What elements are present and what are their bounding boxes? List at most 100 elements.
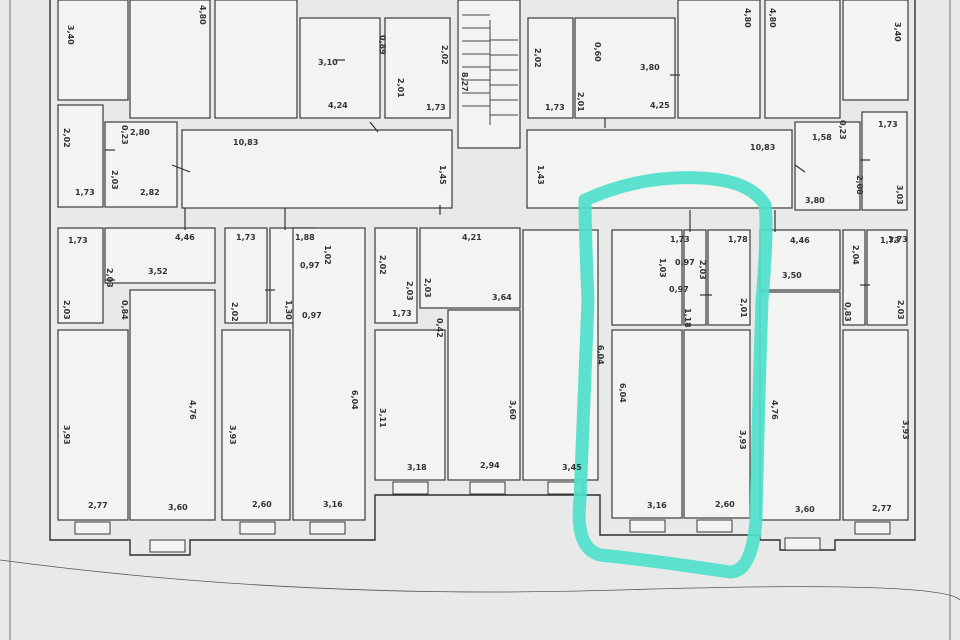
room (683, 229, 707, 326)
dimension-label: 3,40 (66, 25, 75, 45)
dimension-label: 3,60 (508, 400, 517, 420)
dimension-label: 3,93 (901, 420, 910, 440)
dimension-label: 4,76 (188, 400, 197, 420)
dimension-label: 3,93 (62, 425, 71, 445)
dimension-label: 3,80 (640, 63, 660, 72)
dimension-label: 2,03 (405, 281, 414, 301)
room (292, 227, 366, 521)
dimension-label: 1,45 (438, 165, 447, 185)
dimension-label: 3,50 (782, 271, 802, 280)
dimension-label: 2,60 (252, 500, 272, 509)
paper-fold (0, 559, 960, 601)
top-row (57, 0, 909, 149)
room (129, 0, 211, 119)
dimension-label: 3,10 (318, 58, 338, 67)
dimension-label: 6,04 (618, 383, 627, 403)
dimension-label: 2,02 (230, 302, 239, 322)
dimension-label: 1,73 (68, 236, 88, 245)
dimension-label: 3,60 (795, 505, 815, 514)
dimension-label: 0,42 (435, 318, 444, 338)
room (611, 329, 683, 519)
dimension-label: 3,18 (407, 463, 427, 472)
dimension-label: 1,88 (295, 233, 315, 242)
dimension-label: 3,93 (738, 430, 747, 450)
dimension-label: 2,02 (378, 255, 387, 275)
dimension-label: 0,97 (675, 258, 695, 267)
dimension-label: 2,80 (130, 128, 150, 137)
dimension-label: 3,52 (148, 267, 168, 276)
dimension-label: 10,83 (233, 138, 258, 147)
room (866, 229, 908, 326)
dimension-label: 1,73 (236, 233, 256, 242)
room (842, 329, 909, 521)
middle-row (57, 227, 908, 326)
room (57, 0, 129, 101)
room (57, 329, 129, 521)
door-marks (105, 59, 870, 296)
room (611, 229, 683, 326)
dimension-label: 4,24 (328, 101, 348, 110)
dimension-label: 0,60 (593, 42, 602, 62)
highlight-outline (572, 171, 773, 579)
dimension-label: 4,80 (743, 8, 752, 28)
dimension-label: 1,03 (658, 258, 667, 278)
dimension-label: 2,04 (851, 245, 860, 265)
dimension-label: 2,03 (62, 300, 71, 320)
room (104, 121, 178, 208)
dimension-label: 3,93 (228, 425, 237, 445)
dimension-label: 0,84 (120, 300, 129, 320)
room (221, 329, 291, 521)
dimension-label: 3,45 (562, 463, 582, 472)
dimension-label: 2,60 (715, 500, 735, 509)
dimension-label: 1,73 (392, 309, 412, 318)
corridor (181, 129, 453, 209)
dimension-label: 3,11 (378, 408, 387, 428)
room (764, 0, 841, 119)
room (707, 229, 751, 326)
dimension-label: 4,80 (198, 5, 207, 25)
dimension-label: 6,04 (596, 345, 605, 365)
room (129, 289, 216, 521)
dimension-label: 4,46 (790, 236, 810, 245)
dimension-label: 1,73 (75, 188, 95, 197)
room (224, 227, 268, 324)
dimension-label: 0,23 (120, 125, 129, 145)
dimension-label: 0,97 (302, 311, 322, 320)
dimension-label: 3,80 (805, 196, 825, 205)
stair-treads (462, 14, 518, 125)
dimension-label: 2,02 (62, 128, 71, 148)
dimension-label: 1,78 (728, 235, 748, 244)
dimension-labels: 3,40 4,80 3,10 0,89 2,02 2,01 4,24 1,73 8,27 2,02… (62, 5, 910, 514)
dimension-label: 2,77 (88, 501, 108, 510)
dimension-label: 2,94 (480, 461, 500, 470)
room (527, 17, 574, 119)
dimension-label: 2,03 (110, 170, 119, 190)
dimension-label: 1,18 (683, 308, 692, 328)
dimension-label: 2,08 (855, 175, 864, 195)
room (299, 17, 381, 119)
dimension-label: 1,73 (878, 120, 898, 129)
dimension-label: 10,83 (750, 143, 775, 152)
room (57, 227, 104, 324)
room (214, 0, 298, 119)
room (842, 229, 866, 326)
dimension-label: 0,83 (843, 302, 852, 322)
dimension-label: 3,60 (168, 503, 188, 512)
windows (74, 481, 891, 553)
dimension-label: 4,25 (650, 101, 670, 110)
room (574, 17, 676, 119)
dimension-label: 1,58 (812, 133, 832, 142)
dimension-label: 2,01 (739, 298, 748, 318)
room (384, 17, 451, 119)
dimension-label: 8,27 (460, 72, 469, 92)
dimension-label: 1,02 (323, 245, 332, 265)
stairwell (457, 0, 521, 149)
dimension-label: 0,89 (378, 35, 387, 55)
room (794, 121, 861, 211)
dimension-label: 6,04 (350, 390, 359, 410)
dimension-label: 2,01 (396, 78, 405, 98)
room (861, 111, 908, 211)
dimension-label: 3,64 (492, 293, 512, 302)
dimension-label: 0,97 (300, 261, 320, 270)
